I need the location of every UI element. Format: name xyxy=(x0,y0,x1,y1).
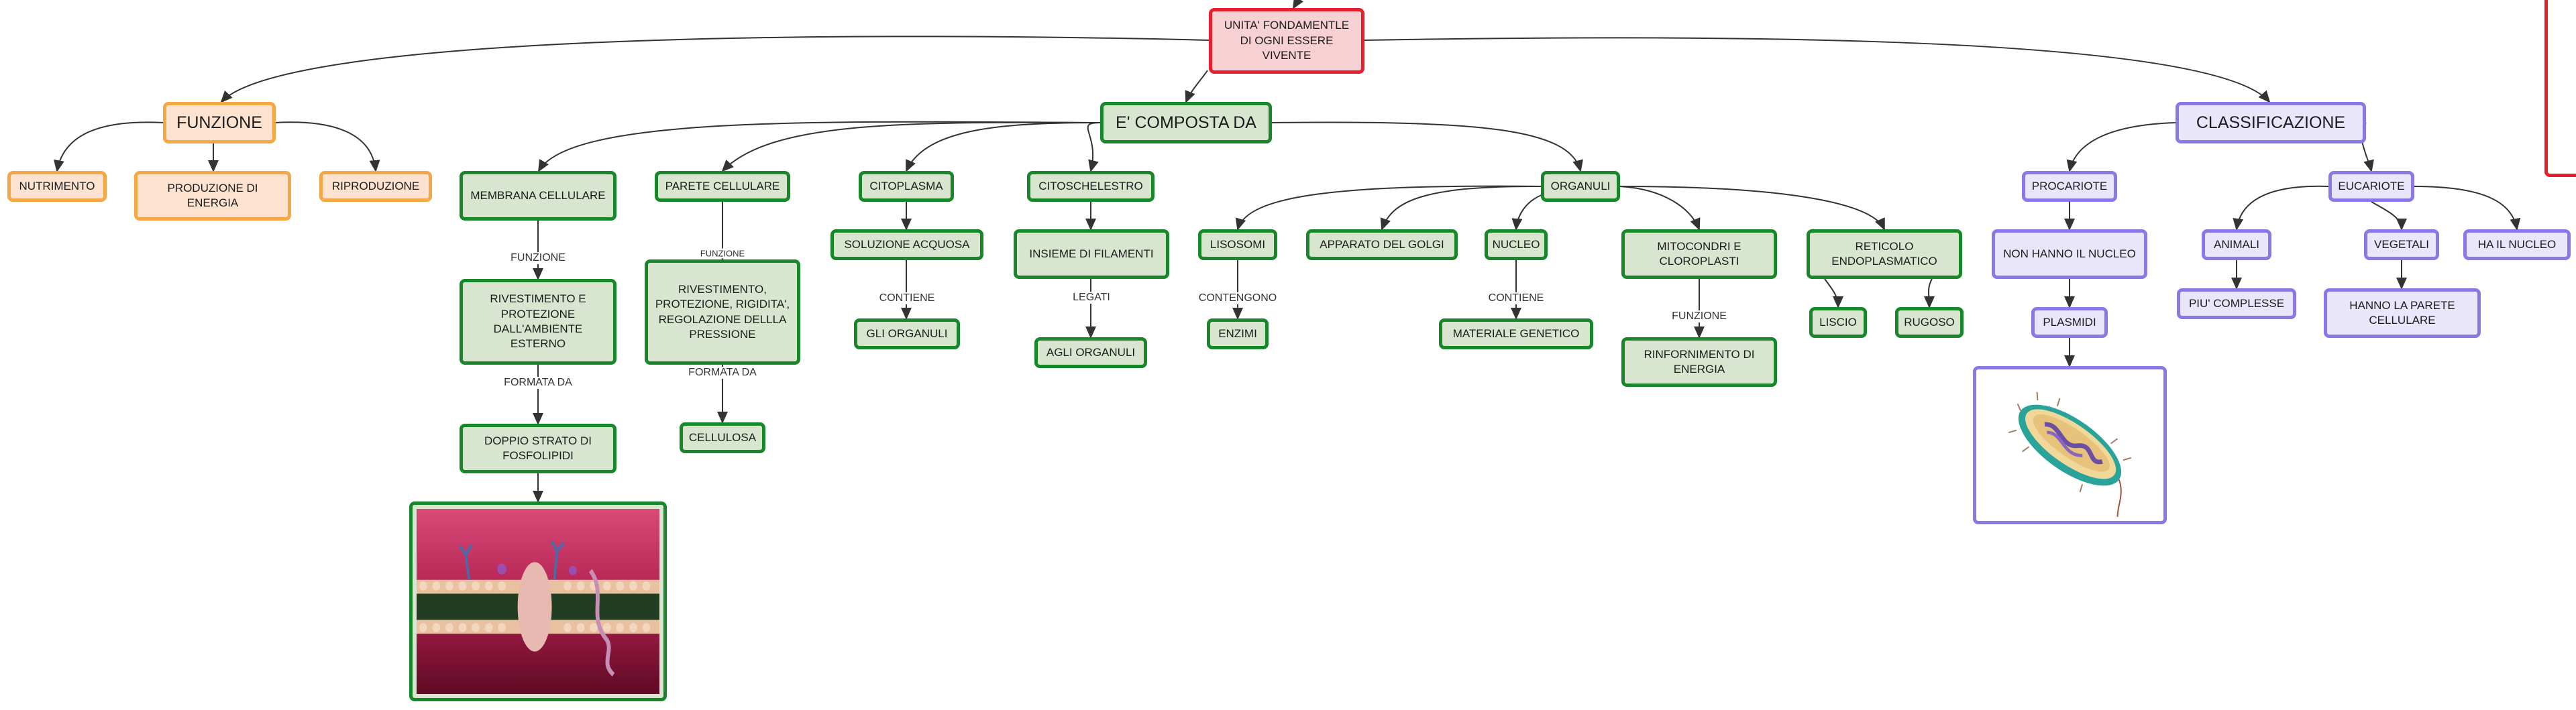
link-label-funzione-parete: FUNZIONE xyxy=(698,248,747,259)
node-agli-organuli[interactable]: AGLI ORGANULI xyxy=(1034,337,1147,368)
link-eucariote-vegetali xyxy=(2371,201,2407,231)
node-organuli[interactable]: ORGANULI xyxy=(1541,171,1620,202)
node-membrana-cellulare[interactable]: MEMBRANA CELLULARE xyxy=(460,171,616,221)
link-reticolo-liscio xyxy=(1824,278,1843,308)
node-rugoso[interactable]: RUGOSO xyxy=(1895,307,1964,338)
node-plasmidi[interactable]: PLASMIDI xyxy=(2031,307,2108,338)
node-citoplasma[interactable]: CITOPLASMA xyxy=(859,171,954,202)
node-vegetali[interactable]: VEGETALI xyxy=(2364,229,2439,260)
link-classificazione-procariote xyxy=(2066,122,2176,172)
node-classificazione[interactable]: CLASSIFICAZIONE xyxy=(2176,102,2366,143)
link-organuli-nucleo xyxy=(1511,194,1544,231)
node-funzione[interactable]: FUNZIONE xyxy=(163,102,276,143)
link-reticolo-rugoso xyxy=(1923,278,1935,308)
link-funzione-nutrimento xyxy=(54,121,164,172)
membrane-illustration-icon xyxy=(417,509,659,694)
node-materiale-genetico[interactable]: MATERIALE GENETICO xyxy=(1439,318,1593,349)
node-produzione-energia[interactable]: PRODUZIONE DI ENERGIA xyxy=(134,171,291,221)
node-rifornimento-energia[interactable]: RINFORNIMENTO DI ENERGIA xyxy=(1621,337,1777,387)
link-funzione-riproduzione xyxy=(274,121,380,172)
node-mitocondri-cloroplasti[interactable]: MITOCONDRI E CLOROPLASTI xyxy=(1621,229,1777,279)
node-rivestimento-rigidita[interactable]: RIVESTIMENTO, PROTEZIONE, RIGIDITA', REG… xyxy=(645,259,800,365)
node-non-nucleo[interactable]: NON HANNO IL NUCLEO xyxy=(1992,229,2147,279)
node-rivestimento-protezione[interactable]: RIVESTIMENTO E PROTEZIONE DALL'AMBIENTE … xyxy=(460,279,616,365)
image-bacterium[interactable] xyxy=(1973,366,2167,524)
node-animali[interactable]: ANIMALI xyxy=(2202,229,2271,260)
link-organuli-lisosomi xyxy=(1235,185,1542,231)
node-parete-cellulare[interactable]: PARETE CELLULARE xyxy=(655,171,790,202)
link-composta-citoscheletro xyxy=(1087,122,1101,172)
node-procariote[interactable]: PROCARIOTE xyxy=(2022,171,2117,202)
node-gli-organuli[interactable]: GLI ORGANULI xyxy=(854,318,960,349)
node-nutrimento[interactable]: NUTRIMENTO xyxy=(7,171,107,202)
link-composta-organuli xyxy=(1271,121,1583,172)
link-label-formata-parete: FORMATA DA xyxy=(686,367,759,379)
link-root-funzione xyxy=(220,36,1212,103)
node-reticolo-endoplasmatico[interactable]: RETICOLO ENDOPLASMATICO xyxy=(1807,229,1962,279)
link-label-funzione-mitocondri: FUNZIONE xyxy=(1670,310,1729,322)
link-organuli-mitocondri xyxy=(1619,186,1701,231)
node-citoscheletro[interactable]: CITOSCHELESTRO xyxy=(1027,171,1155,202)
node-eucariote[interactable]: EUCARIOTE xyxy=(2328,171,2414,202)
link-label-legati: LEGATI xyxy=(1071,292,1112,304)
link-top-root-stub xyxy=(1292,0,1303,9)
node-nucleo[interactable]: NUCLEO xyxy=(1485,229,1548,260)
link-root-composta xyxy=(1185,70,1208,103)
node-insieme-filamenti[interactable]: INSIEME DI FILAMENTI xyxy=(1014,229,1169,279)
node-root[interactable]: UNITA' FONDAMENTLE DI OGNI ESSERE VIVENT… xyxy=(1209,8,1364,74)
node-cellulosa[interactable]: CELLULOSA xyxy=(680,422,765,453)
link-eucariote-animali xyxy=(2233,185,2329,231)
partial-node-right-edge[interactable] xyxy=(2544,0,2576,177)
link-root-classificazione xyxy=(1362,37,2271,103)
link-label-contengono: CONTENGONO xyxy=(1196,292,1279,304)
bacterium-illustration-icon xyxy=(2008,392,2132,517)
link-label-contiene-citoplasma: CONTIENE xyxy=(877,292,937,304)
node-ha-il-nucleo[interactable]: HA IL NUCLEO xyxy=(2463,229,2571,260)
link-label-contiene-nucleo: CONTIENE xyxy=(1486,292,1546,304)
node-parete-cellulare-vegetali[interactable]: HANNO LA PARETE CELLULARE xyxy=(2324,288,2481,338)
link-composta-parete xyxy=(721,121,1101,172)
link-label-funzione-membrana: FUNZIONE xyxy=(508,252,568,264)
node-composta-da[interactable]: E' COMPOSTA DA xyxy=(1100,102,1272,143)
node-piu-complesse[interactable]: PIU' COMPLESSE xyxy=(2177,288,2296,319)
link-composta-citoplasma xyxy=(906,122,1101,172)
link-organuli-reticolo xyxy=(1619,186,1885,231)
link-eucariote-hanucleo xyxy=(2414,186,2521,231)
node-soluzione-acquosa[interactable]: SOLUZIONE ACQUOSA xyxy=(830,229,983,260)
image-membrane[interactable] xyxy=(409,501,667,701)
node-enzimi[interactable]: ENZIMI xyxy=(1207,318,1269,349)
link-label-formata-membrana: FORMATA DA xyxy=(502,377,574,389)
node-doppio-strato[interactable]: DOPPIO STRATO DI FOSFOLIPIDI xyxy=(460,424,616,473)
node-apparato-golgi[interactable]: APPARATO DEL GOLGI xyxy=(1306,229,1458,260)
link-composta-membrana xyxy=(537,121,1101,172)
link-organuli-golgi xyxy=(1380,185,1542,231)
node-liscio[interactable]: LISCIO xyxy=(1809,307,1867,338)
node-lisosomi[interactable]: LISOSOMI xyxy=(1198,229,1277,260)
node-riproduzione[interactable]: RIPRODUZIONE xyxy=(319,171,432,202)
